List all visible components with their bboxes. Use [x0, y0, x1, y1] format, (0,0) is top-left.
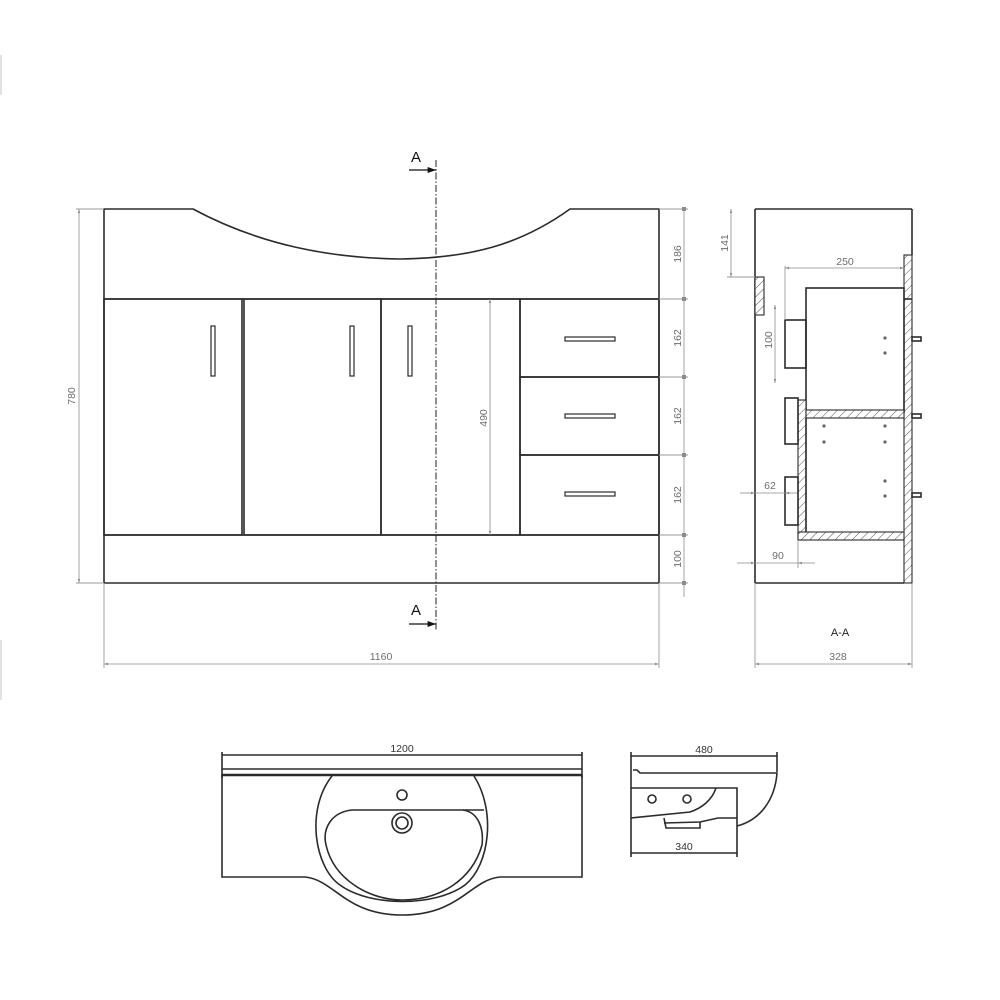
door-handle: [210, 325, 216, 377]
front-view: A A 780 1160 186 162 162 162 100 4: [66, 149, 688, 668]
door-handle: [349, 325, 355, 377]
basin-waste: [663, 817, 701, 829]
upper-drawer-box: [805, 287, 905, 413]
back-panel: [903, 254, 913, 584]
dim-drawer-front-offset: 90: [772, 550, 784, 562]
door-1: [103, 298, 243, 536]
dim-overall-height: 780: [66, 387, 78, 405]
basin-plan-outline: [221, 775, 583, 916]
dim-depth: 328: [829, 651, 847, 663]
drawer-handle: [564, 413, 616, 419]
dim-overall-width: 1160: [370, 651, 393, 663]
drawer-divider: [805, 409, 905, 419]
tap-hole: [396, 789, 408, 801]
section-label: A-A: [831, 627, 850, 639]
lower-drawer-handle-2: [784, 476, 799, 526]
door-2: [243, 298, 382, 536]
lower-drawer-handle-1: [784, 397, 799, 445]
dim-top-rail: 186: [672, 245, 684, 263]
dim-plinth: 100: [672, 550, 684, 568]
drawer-bottom: [797, 531, 905, 541]
basin-side-outline: [633, 769, 778, 827]
dim-bowl-depth: 340: [675, 841, 693, 853]
dim-drawer-3: 162: [672, 486, 684, 504]
dim-basin-width: 1200: [390, 743, 414, 755]
dim-basin-depth: 480: [695, 744, 713, 756]
section-marker-bottom: A: [411, 602, 421, 619]
dim-top-offset: 141: [719, 234, 731, 252]
basin-bowl-outer: [315, 775, 489, 903]
dim-drawer-2: 162: [672, 407, 684, 425]
waste-outlet-outer: [391, 812, 413, 834]
upper-drawer-handle: [784, 319, 807, 369]
section-marker-top: A: [411, 149, 421, 166]
basin-bowl-inner: [324, 809, 484, 901]
waste-outlet-inner: [395, 816, 409, 830]
dim-handle-height: 100: [763, 331, 775, 349]
drawer-3: [519, 454, 660, 536]
drawer-side: [797, 399, 807, 541]
door-handle: [407, 325, 413, 377]
dim-drawer-depth: 250: [836, 256, 854, 268]
basin-side: 480 340: [630, 744, 778, 857]
dim-handle-projection: 62: [764, 480, 776, 492]
section-view: 141 250 100 62 90 A-A 328: [719, 208, 922, 668]
front-rail: [754, 276, 765, 316]
drawer-handle: [564, 491, 616, 497]
dim-door-height: 490: [478, 409, 490, 427]
door-3: [380, 298, 521, 536]
drawer-handle: [564, 336, 616, 342]
basin-plan: 1200: [221, 743, 583, 916]
basin-front-outline: [103, 208, 660, 299]
dim-drawer-1: 162: [672, 329, 684, 347]
